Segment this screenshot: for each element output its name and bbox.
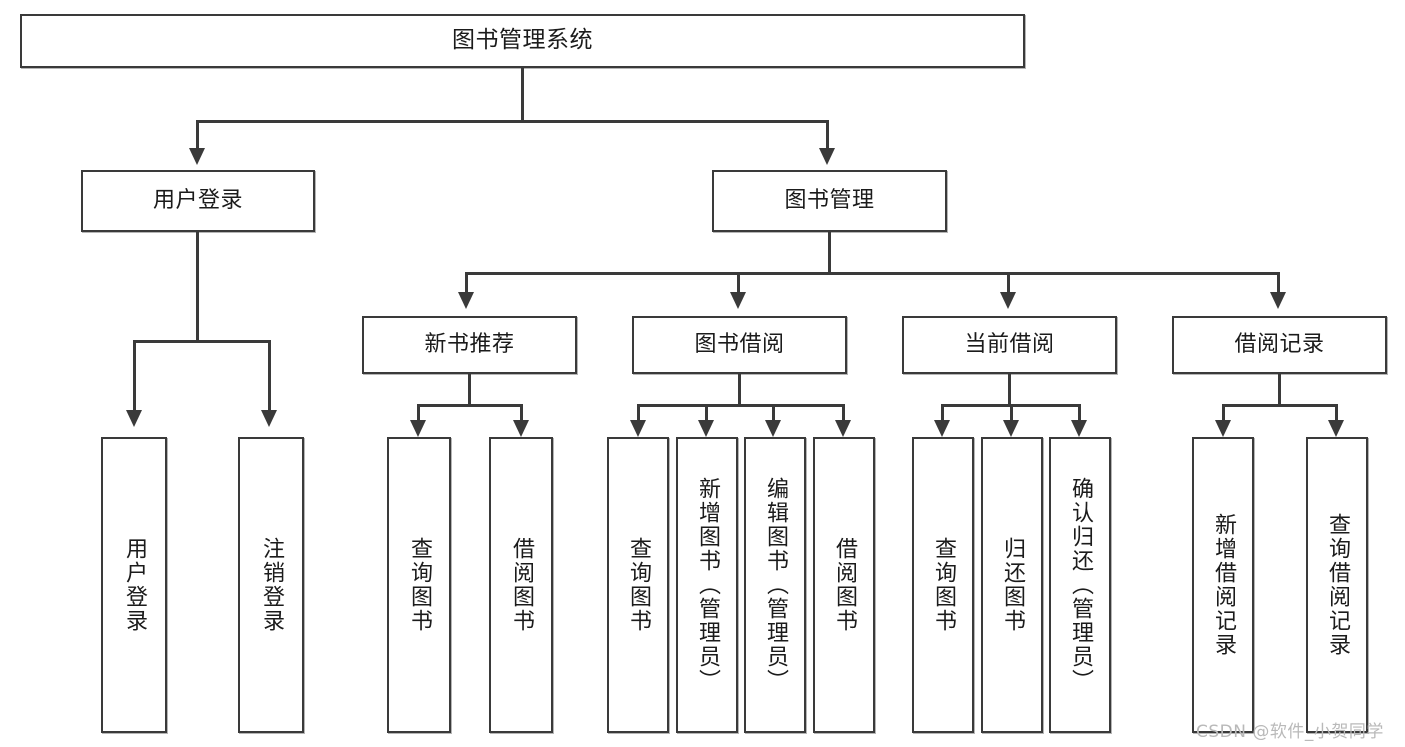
arrowhead-leaf-query-book-bb [630,420,646,437]
leaf-node-borrow-book-new-book[interactable]: 借阅图书 [489,437,553,733]
arrowhead-root-to-user-login [189,148,205,165]
connector-book-management-stem [828,232,831,274]
arrowhead-leaf-add-borrow-record [1215,420,1231,437]
leaf-node-logout[interactable]: 注销登录 [238,437,304,733]
arrowhead-leaf-query-borrow-record [1328,420,1344,437]
connector-bm-branch-current-borrow [1007,272,1010,294]
leaf-node-query-book-new-book[interactable]: 查询图书 [387,437,451,733]
connector-root-to-book-management [826,120,829,150]
connector-current-borrow-branch-3 [1078,404,1081,422]
node-label: 新增图书（管理员） [694,477,720,693]
connector-root-bus [196,120,829,123]
connector-book-borrow-branch-2 [705,404,708,422]
node-label: 用户登录 [152,187,243,213]
connector-user-login-branch-1 [133,340,136,412]
node-current-borrow[interactable]: 当前借阅 [902,316,1117,374]
connector-book-management-bus [465,272,1280,275]
arrowhead-current-borrow [1000,292,1016,309]
node-label: 借阅图书 [508,537,534,633]
node-label: 新增借阅记录 [1210,513,1236,657]
leaf-node-query-book-borrow[interactable]: 查询图书 [607,437,669,733]
leaf-node-query-book-current[interactable]: 查询图书 [912,437,974,733]
arrowhead-leaf-borrow-book-bb [835,420,851,437]
connector-bm-branch-book-borrow [737,272,740,294]
arrowhead-root-to-book-management [819,148,835,165]
arrowhead-leaf-add-book [698,420,714,437]
node-label: 查询图书 [625,537,651,633]
connector-root-stem [521,68,524,120]
connector-book-borrow-branch-1 [637,404,640,422]
node-label: 查询图书 [930,537,956,633]
arrowhead-leaf-borrow-book-nb [513,420,529,437]
connector-borrow-record-branch-2 [1335,404,1338,422]
arrowhead-borrow-record [1270,292,1286,309]
connector-borrow-record-bus [1222,404,1338,407]
node-label: 当前借阅 [964,331,1055,357]
connector-user-login-branch-2 [268,340,271,412]
arrowhead-leaf-confirm-return [1071,420,1087,437]
leaf-node-return-book[interactable]: 归还图书 [981,437,1043,733]
connector-current-borrow-branch-1 [941,404,944,422]
connector-user-login-bus [133,340,271,343]
leaf-node-add-borrow-record[interactable]: 新增借阅记录 [1192,437,1254,733]
leaf-node-confirm-return-admin[interactable]: 确认归还（管理员） [1049,437,1111,733]
node-label: 归还图书 [999,537,1025,633]
arrowhead-leaf-logout [261,410,277,427]
arrowhead-leaf-query-book-cb [934,420,950,437]
node-label: 编辑图书（管理员） [762,477,788,693]
arrowhead-book-borrow [730,292,746,309]
node-label: 图书管理系统 [452,27,593,54]
node-new-book-recommend[interactable]: 新书推荐 [362,316,577,374]
node-user-login[interactable]: 用户登录 [81,170,315,232]
connector-user-login-stem [196,232,199,340]
connector-new-book-branch-1 [417,404,420,422]
connector-book-borrow-branch-3 [772,404,775,422]
connector-root-to-user-login [196,120,199,150]
arrowhead-leaf-user-login [126,410,142,427]
arrowhead-leaf-return-book [1003,420,1019,437]
connector-new-book-bus [417,404,523,407]
connector-new-book-branch-2 [520,404,523,422]
leaf-node-user-login[interactable]: 用户登录 [101,437,167,733]
node-label: 查询图书 [406,537,432,633]
connector-current-borrow-branch-2 [1010,404,1013,422]
node-label: 图书借阅 [694,331,785,357]
connector-borrow-record-branch-1 [1222,404,1225,422]
node-label: 用户登录 [121,537,147,633]
leaf-node-query-borrow-record[interactable]: 查询借阅记录 [1306,437,1368,733]
node-book-management[interactable]: 图书管理 [712,170,947,232]
arrowhead-leaf-edit-book [765,420,781,437]
node-borrow-record[interactable]: 借阅记录 [1172,316,1387,374]
arrowhead-new-book-recommend [458,292,474,309]
connector-book-borrow-branch-4 [842,404,845,422]
node-label: 图书管理 [784,187,875,213]
leaf-node-edit-book-admin[interactable]: 编辑图书（管理员） [744,437,806,733]
node-label: 注销登录 [258,537,284,633]
leaf-node-borrow-book-borrow[interactable]: 借阅图书 [813,437,875,733]
node-label: 借阅记录 [1234,331,1325,357]
connector-borrow-record-stem [1278,374,1281,406]
node-label: 借阅图书 [831,537,857,633]
leaf-node-add-book-admin[interactable]: 新增图书（管理员） [676,437,738,733]
node-label: 确认归还（管理员） [1067,477,1093,693]
connector-book-borrow-stem [738,374,741,406]
node-root-book-management-system[interactable]: 图书管理系统 [20,14,1025,68]
connector-bm-branch-new-book [465,272,468,294]
arrowhead-leaf-query-book-nb [410,420,426,437]
connector-book-borrow-bus [637,404,845,407]
node-label: 新书推荐 [424,331,515,357]
connector-bm-branch-borrow-record [1277,272,1280,294]
connector-new-book-stem [468,374,471,406]
node-book-borrow[interactable]: 图书借阅 [632,316,847,374]
node-label: 查询借阅记录 [1324,513,1350,657]
connector-current-borrow-stem [1008,374,1011,406]
